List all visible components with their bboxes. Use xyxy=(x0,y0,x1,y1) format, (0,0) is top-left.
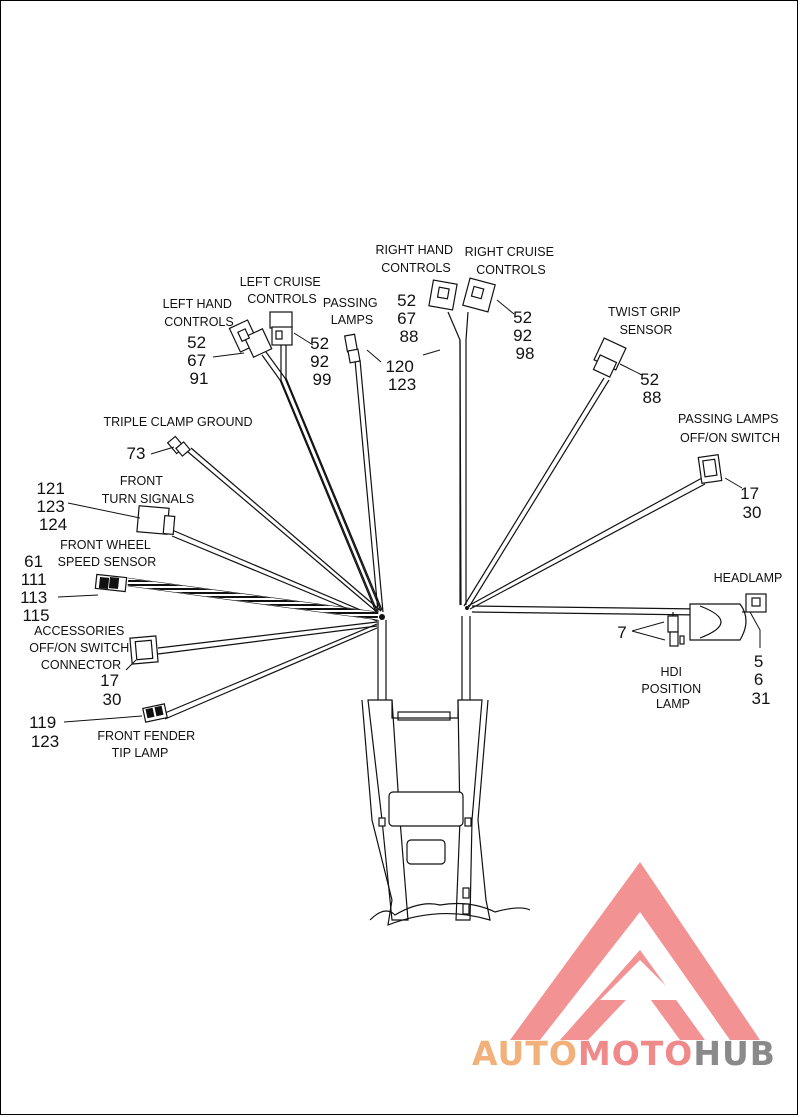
label-passing-lamps: PASSING LAMPS xyxy=(323,296,381,327)
refs-passing-lamps-switch: 17 30 xyxy=(740,484,764,522)
connector-front-turn-signals xyxy=(136,505,176,536)
fork-body xyxy=(361,616,531,926)
bundle-junction-left xyxy=(379,614,385,620)
refs-right-hand-controls: 52 67 88 xyxy=(397,291,421,346)
label-triple-clamp-ground: TRIPLE CLAMP GROUND xyxy=(103,415,252,429)
refs-left-hand-controls: 52 67 91 xyxy=(187,333,211,388)
connector-left-hand-controls xyxy=(228,319,273,358)
label-front-turn-signals: FRONT TURN SIGNALS xyxy=(102,474,194,506)
label-left-cruise-controls: LEFT CRUISE CONTROLS xyxy=(240,275,325,306)
refs-hdi-position-lamp: 7 xyxy=(617,623,626,642)
connector-front-wheel-speed-sensor xyxy=(94,573,128,593)
refs-front-fender-tip-lamp: 119 123 xyxy=(29,713,61,751)
label-right-cruise-controls: RIGHT CRUISE CONTROLS xyxy=(465,245,558,277)
hdi-position-lamp-connector xyxy=(667,612,685,647)
watermark-logo xyxy=(510,862,760,1040)
label-twist-grip-sensor: TWIST GRIP SENSOR xyxy=(608,305,684,337)
wire-bundle-right xyxy=(447,311,706,616)
connector-right-cruise-controls xyxy=(462,277,496,313)
refs-triple-clamp-ground: 73 xyxy=(127,444,146,463)
bundle-junction-right xyxy=(465,606,469,610)
watermark-text: AUTOMOTOHUB xyxy=(472,1034,776,1073)
refs-front-turn-signals: 121 123 124 xyxy=(36,479,69,534)
label-headlamp: HEADLAMP xyxy=(714,571,783,585)
refs-headlamp: 5 6 31 xyxy=(752,652,771,708)
refs-right-cruise-controls: 52 92 98 xyxy=(513,308,537,363)
wire-bundle-left xyxy=(157,342,384,720)
leader-lines xyxy=(57,299,761,723)
refs-passing-lamps: 120 123 xyxy=(385,357,418,394)
label-accessories-switch: ACCESSORIES OFF/ON SWITCH CONNECTOR xyxy=(29,624,132,672)
refs-front-wheel-speed-sensor: 61 111 113 115 xyxy=(20,552,52,625)
speed-sensor-conduit xyxy=(127,578,379,620)
refs-left-cruise-controls: 52 92 99 xyxy=(310,334,334,389)
connector-triple-clamp-ground xyxy=(166,435,191,457)
refs-twist-grip-sensor: 52 88 xyxy=(640,370,664,407)
label-front-wheel-speed-sensor: FRONT WHEEL SPEED SENSOR xyxy=(58,538,157,569)
connector-right-hand-controls xyxy=(428,279,458,311)
connector-twist-grip-sensor xyxy=(592,337,627,378)
connector-passing-lamps xyxy=(343,333,361,364)
connector-left-cruise-controls xyxy=(269,311,293,346)
refs-accessories-switch: 17 30 xyxy=(100,671,124,709)
connector-front-fender-tip-lamp xyxy=(142,703,168,723)
label-hdi-position-lamp: HDI POSITION LAMP xyxy=(641,665,704,711)
label-passing-lamps-switch: PASSING LAMPS OFF/ON SWITCH xyxy=(678,412,782,445)
label-right-hand-controls: RIGHT HAND CONTROLS xyxy=(375,243,456,275)
connector-passing-lamps-switch xyxy=(697,454,723,484)
label-left-hand-controls: LEFT HAND CONTROLS xyxy=(163,297,236,329)
labels: LEFT HAND CONTROLS 52 67 91 LEFT CRUISE … xyxy=(20,243,782,760)
connector-accessories-switch xyxy=(129,635,159,665)
headlamp-assembly xyxy=(689,593,767,641)
label-front-fender-tip-lamp: FRONT FENDER TIP LAMP xyxy=(97,729,198,760)
